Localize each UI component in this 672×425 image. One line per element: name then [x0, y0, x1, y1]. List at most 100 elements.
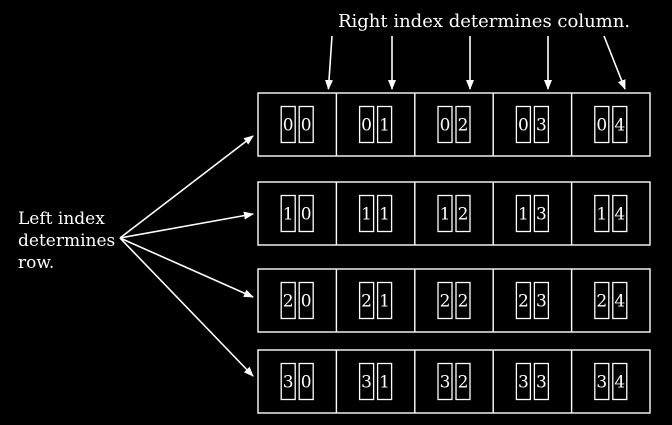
column-index-digit: 1	[379, 292, 390, 312]
row-arrows	[119, 135, 254, 377]
column-index-bracket	[612, 362, 628, 401]
column-index-digit: 3	[536, 292, 547, 312]
column-index-digit: 3	[536, 205, 547, 225]
column-index-digit: 0	[301, 116, 312, 136]
column-index-bracket	[455, 281, 471, 320]
column-index-digit: 1	[379, 205, 390, 225]
column-index-bracket	[612, 194, 628, 233]
row-index-digit: 1	[440, 205, 451, 225]
column-index-digit: 4	[614, 373, 625, 393]
column-index-digit: 2	[458, 116, 469, 136]
row-caption-line-2: determines	[18, 231, 115, 251]
row-index-digit: 0	[361, 116, 372, 136]
row-index-bracket	[437, 281, 453, 320]
row-index-digit: 1	[361, 205, 372, 225]
row-index-bracket	[515, 362, 532, 401]
row-index-digit: 0	[440, 116, 451, 136]
column-index-digit: 4	[614, 205, 625, 225]
row-arrow-1	[119, 211, 254, 239]
row-index-digit: 3	[361, 373, 372, 393]
row-index-digit: 0	[283, 116, 294, 136]
row-index-bracket	[594, 362, 610, 401]
row-index-digit: 3	[518, 373, 529, 393]
row-index-bracket	[358, 194, 375, 233]
row-index-bracket	[594, 105, 610, 144]
column-index-bracket	[455, 105, 471, 144]
column-index-bracket	[533, 194, 550, 233]
row-index-digit: 3	[440, 373, 451, 393]
row-index-digit: 2	[518, 292, 529, 312]
row-caption-line-3: row.	[18, 253, 54, 273]
row-index-bracket	[358, 362, 375, 401]
row-index-digit: 1	[283, 205, 294, 225]
row-arrow-2	[119, 237, 254, 298]
column-index-digit: 4	[614, 116, 625, 136]
row-index-digit: 0	[518, 116, 529, 136]
row-index-digit: 1	[518, 205, 529, 225]
row-index-bracket	[280, 362, 296, 401]
column-index-bracket	[612, 281, 628, 320]
row-index-bracket	[437, 105, 453, 144]
row-index-bracket	[437, 194, 453, 233]
column-index-bracket	[533, 281, 550, 320]
row-index-bracket	[358, 105, 375, 144]
column-index-digit: 1	[379, 373, 390, 393]
row-index-digit: 2	[283, 292, 294, 312]
column-index-bracket	[612, 105, 628, 144]
row-index-bracket	[280, 194, 296, 233]
column-index-bracket	[298, 362, 314, 401]
column-index-bracket	[455, 362, 471, 401]
row-index-digit: 2	[361, 292, 372, 312]
column-index-bracket	[376, 281, 393, 320]
row-index-digit: 2	[596, 292, 607, 312]
column-index-digit: 4	[614, 292, 625, 312]
row-outline	[257, 181, 651, 246]
row-index-bracket	[594, 194, 610, 233]
column-index-bracket	[298, 194, 314, 233]
row-index-digit: 3	[283, 373, 294, 393]
column-caption: Right index determines column.	[338, 11, 630, 32]
row-index-bracket	[515, 281, 532, 320]
column-index-bracket	[533, 105, 550, 144]
column-index-digit: 0	[301, 205, 312, 225]
row-index-bracket	[594, 281, 610, 320]
row-outline	[257, 92, 651, 157]
column-index-bracket	[376, 194, 393, 233]
column-index-digit: 2	[458, 373, 469, 393]
column-index-bracket	[298, 105, 314, 144]
column-index-digit: 0	[301, 292, 312, 312]
column-index-digit: 2	[458, 205, 469, 225]
column-index-bracket	[533, 362, 550, 401]
column-index-bracket	[298, 281, 314, 320]
column-index-digit: 0	[301, 373, 312, 393]
row-index-digit: 1	[596, 205, 607, 225]
row-index-bracket	[358, 281, 375, 320]
row-index-bracket	[515, 105, 532, 144]
row-arrow-3	[119, 237, 254, 377]
column-index-digit: 2	[458, 292, 469, 312]
row-outline	[257, 268, 651, 333]
row-arrow-0	[119, 135, 254, 239]
row-index-bracket	[280, 281, 296, 320]
